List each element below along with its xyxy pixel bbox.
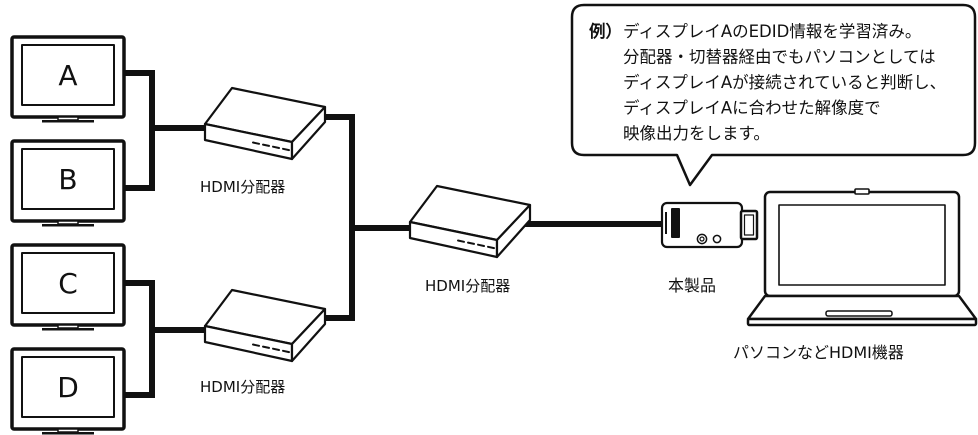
splitter-side-face xyxy=(290,307,327,363)
product-side-marking xyxy=(665,212,667,234)
monitor-screen xyxy=(21,148,115,210)
cable-splitters-join xyxy=(318,114,355,321)
monitor-label: A xyxy=(58,59,77,92)
splitter-top-label: HDMI分配器 xyxy=(200,178,285,196)
splitter-middle-label: HDMI分配器 xyxy=(425,277,510,295)
led xyxy=(467,241,475,245)
splitter-bottom-label: HDMI分配器 xyxy=(200,378,285,396)
splitter-top xyxy=(203,86,327,161)
monitor-a: A xyxy=(10,35,126,123)
monitor-b: B xyxy=(10,139,126,227)
led xyxy=(457,239,465,243)
monitor-stand-base xyxy=(42,120,94,123)
led xyxy=(487,245,495,250)
splitter-middle xyxy=(408,184,532,259)
monitor-stand-neck xyxy=(57,220,79,225)
monitor-label: C xyxy=(58,267,78,300)
callout-line-5: 映像出力をします。 xyxy=(623,124,770,143)
monitor-stand-neck xyxy=(57,428,79,433)
monitor-screen xyxy=(21,252,115,314)
callout-line-3: ディスプレイAが接続されていると判断し、 xyxy=(623,72,946,92)
product-hdmi-connector-inner xyxy=(743,214,755,236)
callout-line-2: 分配器・切替器経由でもパソコンとしては xyxy=(623,48,936,67)
cables xyxy=(124,70,668,398)
monitor-screen xyxy=(21,44,115,106)
splitter-leds xyxy=(252,343,290,354)
splitter-bottom xyxy=(203,288,327,363)
monitor-stand-neck xyxy=(57,116,79,121)
laptop xyxy=(746,188,978,327)
pc-label: パソコンなどHDMI機器 xyxy=(733,343,904,362)
led xyxy=(252,343,260,347)
splitter-leds xyxy=(457,239,495,250)
led xyxy=(262,345,270,349)
monitor-c: C xyxy=(10,243,126,331)
monitor-screen xyxy=(21,356,115,418)
product-label: 本製品 xyxy=(668,276,716,295)
splitter-side-face xyxy=(495,203,532,259)
led xyxy=(282,147,290,152)
callout-prefix: 例） xyxy=(589,21,622,41)
monitor-stand-base xyxy=(42,432,94,435)
monitor-label: D xyxy=(57,371,79,404)
callout: 例） ディスプレイAのEDID情報を学習済み。 分配器・切替器経由でもパソコンと… xyxy=(570,3,977,187)
status-led-icon xyxy=(712,234,722,244)
led xyxy=(272,347,280,351)
splitter-leds xyxy=(252,141,290,152)
cable-monitor-c-d xyxy=(124,280,155,398)
monitor-stand-base xyxy=(42,328,94,331)
callout-bubble xyxy=(570,3,977,187)
led xyxy=(252,141,260,145)
learn-button-center xyxy=(699,236,705,242)
product-logo-block xyxy=(671,208,680,238)
callout-line-1: ディスプレイAのEDID情報を学習済み。 xyxy=(623,21,921,41)
splitter-side-face xyxy=(290,105,327,161)
led xyxy=(262,143,270,147)
monitor-label: B xyxy=(58,163,77,196)
monitor-stand-neck xyxy=(57,324,79,329)
laptop-camera xyxy=(854,188,870,195)
led xyxy=(477,243,485,247)
monitor-d: D xyxy=(10,347,126,435)
laptop-screen xyxy=(778,204,946,286)
product-device xyxy=(660,201,759,249)
laptop-front-edge xyxy=(746,317,978,327)
laptop-touchpad xyxy=(825,310,893,317)
callout-line-4: ディスプレイAに合わせた解像度で xyxy=(623,98,881,118)
cable-monitor-a-b xyxy=(124,70,155,191)
monitor-stand-base xyxy=(42,224,94,227)
led xyxy=(272,145,280,149)
led xyxy=(282,349,290,354)
